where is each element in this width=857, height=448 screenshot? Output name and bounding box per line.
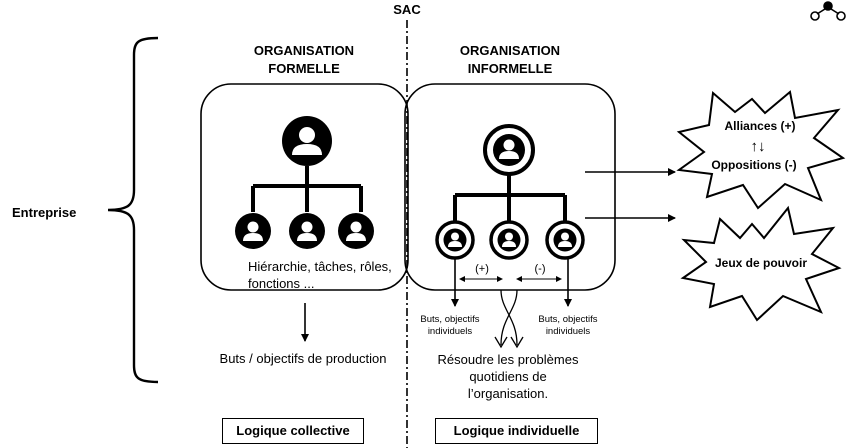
- formal-employee-icon: [235, 213, 271, 249]
- entreprise-label: Entreprise: [12, 205, 76, 220]
- goals-right-line1: Buts, objectifs: [538, 314, 597, 325]
- twisted-arrows: [494, 289, 524, 349]
- informal-employee-icon: [489, 220, 529, 260]
- formal-manager-icon: [282, 116, 332, 166]
- solve-problems-line2: quotidiens de: [469, 369, 546, 384]
- network-logo-icon: [810, 1, 846, 21]
- jeux-burst-shape: [680, 205, 842, 322]
- entreprise-brace: [107, 36, 159, 384]
- formal-title-line1: ORGANISATION: [254, 43, 354, 58]
- logique-individuelle-label: Logique individuelle: [435, 418, 598, 444]
- informal-manager-icon: [483, 124, 535, 176]
- formal-title-line2: FORMELLE: [268, 61, 340, 76]
- jeux-de-pouvoir-text: Jeux de pouvoir: [715, 256, 807, 270]
- formal-output-text: Buts / objectifs de production: [220, 351, 387, 366]
- alliances-burst-shape: [676, 90, 846, 210]
- formal-employee-icon: [338, 213, 374, 249]
- oppositions-text: Oppositions (-): [711, 158, 796, 172]
- informal-title-line2: INFORMELLE: [468, 61, 553, 76]
- alliances-text: Alliances (+): [724, 119, 795, 133]
- formal-employee-icon: [289, 213, 325, 249]
- informal-title-line1: ORGANISATION: [460, 43, 560, 58]
- solve-problems-line1: Résoudre les problèmes: [438, 352, 579, 367]
- informal-organisation-box: [404, 83, 616, 291]
- minus-relation-label: (-): [535, 263, 546, 275]
- formal-organisation-box: [200, 83, 409, 291]
- goals-right-line2: individuels: [546, 326, 591, 337]
- formal-description-line2: fonctions ...: [248, 276, 314, 291]
- informal-employee-icon: [545, 220, 585, 260]
- goals-left-line1: Buts, objectifs: [420, 314, 479, 325]
- alliances-oppositions-arrows: ↑↓: [751, 138, 766, 155]
- formal-org-chart: [235, 116, 374, 249]
- logique-collective-label: Logique collective: [222, 418, 364, 444]
- sac-label: SAC: [393, 2, 421, 17]
- plus-relation-label: (+): [475, 263, 489, 275]
- informal-employee-icon: [435, 220, 475, 260]
- goals-left-line2: individuels: [428, 326, 473, 337]
- informal-org-chart: [435, 124, 585, 260]
- solve-problems-line3: l’organisation.: [468, 386, 548, 401]
- formal-description-line1: Hiérarchie, tâches, rôles,: [248, 259, 392, 274]
